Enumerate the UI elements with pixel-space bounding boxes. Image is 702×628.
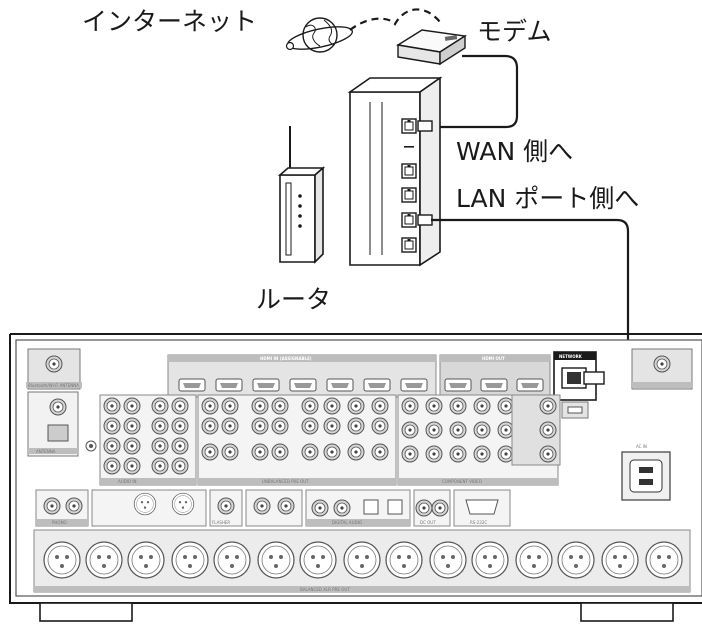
foot-right [580,602,674,622]
wan-cable [431,54,519,129]
svg-text:DC OUT: DC OUT [420,520,436,525]
svg-text:PHONO: PHONO [52,520,67,525]
router-icon [277,126,326,264]
internet-link [349,8,441,31]
globe-icon [285,17,353,53]
svg-text:AC IN: AC IN [636,444,647,449]
modem-icon [396,29,467,66]
svg-text:NETWORK: NETWORK [559,354,583,359]
svg-text:AUDIO IN: AUDIO IN [118,479,137,484]
svg-text:BALANCED XLR PRE OUT: BALANCED XLR PRE OUT [300,587,350,592]
svg-text:RS-232C: RS-232C [470,520,487,525]
svg-text:HDMI OUT: HDMI OUT [482,356,505,361]
svg-text:ANTENNA: ANTENNA [36,449,56,454]
lan-label: LAN ポート側へ [456,184,639,213]
svg-text:FLASHER: FLASHER [212,520,230,525]
wan-label: WAN 側へ [456,137,573,166]
av-receiver-rear-panel: Bluetooth/Wi-Fi ANTENNA ANTENNA HDMI IN … [9,333,702,622]
foot-left [39,602,133,622]
network-switch-icon [347,76,443,267]
svg-text:DIGITAL AUDIO: DIGITAL AUDIO [332,520,362,525]
network-plug [583,371,605,385]
modem-label: モデム [477,17,552,46]
svg-text:HDMI IN (ASSIGNABLE): HDMI IN (ASSIGNABLE) [260,356,312,361]
router-label: ルータ [256,285,331,314]
svg-text:UNBALANCED PRE OUT: UNBALANCED PRE OUT [262,479,309,484]
svg-text:COMPONENT VIDEO: COMPONENT VIDEO [442,479,482,484]
svg-text:Bluetooth/Wi-Fi ANTENNA: Bluetooth/Wi-Fi ANTENNA [28,383,79,388]
internet-label: インターネット [82,7,257,36]
